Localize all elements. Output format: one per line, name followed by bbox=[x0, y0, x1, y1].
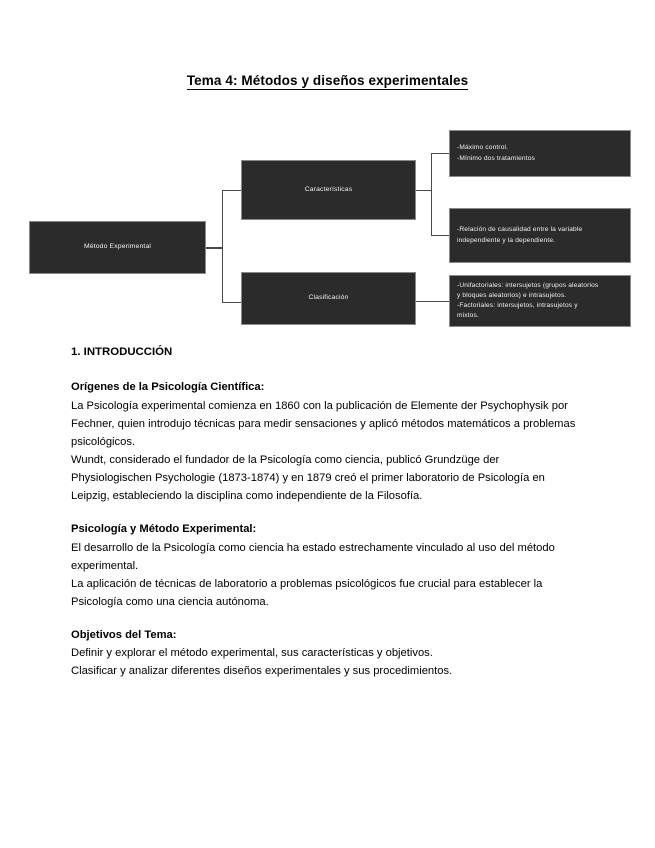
detail-line: -Máximo control. bbox=[457, 144, 509, 152]
block-paragraph: El desarrollo de la Psicología como cien… bbox=[71, 541, 555, 572]
detail-line: independiente y la dependiente. bbox=[457, 236, 556, 244]
block-paragraph: La Psicología experimental comienza en 1… bbox=[71, 399, 576, 448]
diagram-detail-relacion-causalidad: -Relación de causalidad entre la variabl… bbox=[449, 208, 631, 263]
detail-line: -Mínimo dos tratamientos bbox=[457, 154, 535, 162]
connector-to-detail-2 bbox=[431, 234, 449, 236]
connector-to-detail-1 bbox=[431, 153, 449, 155]
detail-line: -Relación de causalidad entre la variabl… bbox=[457, 226, 583, 234]
diagram-node-root-label: Método Experimental bbox=[83, 243, 152, 251]
detail-line: mixtos. bbox=[457, 312, 479, 320]
document-body: 1. INTRODUCCIÓN Orígenes de la Psicologí… bbox=[71, 343, 579, 681]
concept-diagram: Método Experimental Características Clas… bbox=[0, 120, 655, 335]
detail-line: -Factoriales: intersujetos, intrasujetos… bbox=[457, 302, 578, 309]
diagram-node-root: Método Experimental bbox=[29, 221, 206, 274]
page-title-text: Tema 4: Métodos y diseños experimentales bbox=[186, 73, 469, 90]
page-title: Tema 4: Métodos y diseños experimentales bbox=[0, 73, 655, 90]
block-spacer bbox=[71, 505, 579, 520]
detail-line: y bloques aleatorios) e intrasujetos. bbox=[457, 291, 567, 299]
connector-caracteristicas-trunk bbox=[431, 153, 433, 236]
diagram-detail-clasificacion-tipos: -Unifactoriales: intersujetos (grupos al… bbox=[449, 275, 631, 327]
connector-trunk bbox=[222, 190, 224, 303]
detail-line: -Unifactoriales: intersujetos (grupos al… bbox=[457, 281, 599, 289]
block-heading: Psicología y Método Experimental: bbox=[71, 523, 257, 536]
content-block-origenes: Orígenes de la Psicología Científica: La… bbox=[71, 378, 579, 505]
block-paragraph: Definir y explorar el método experimenta… bbox=[71, 647, 433, 660]
content-block-psicologia-metodo: Psicología y Método Experimental: El des… bbox=[71, 520, 579, 611]
block-paragraph: Clasificar y analizar diferentes diseños… bbox=[71, 665, 453, 678]
connector-to-detail-3 bbox=[416, 301, 449, 303]
connector-to-caracteristicas bbox=[222, 189, 241, 191]
connector-to-clasificacion bbox=[222, 301, 241, 303]
content-block-objetivos: Objetivos del Tema: Definir y explorar e… bbox=[71, 626, 579, 680]
block-heading: Orígenes de la Psicología Científica: bbox=[71, 381, 265, 394]
connector-root-stub bbox=[206, 246, 223, 249]
diagram-node-clasificacion-label: Clasificación bbox=[308, 294, 349, 302]
block-spacer bbox=[71, 611, 579, 626]
connector-caracteristicas-stub bbox=[416, 189, 432, 191]
diagram-node-caracteristicas: Características bbox=[241, 160, 416, 220]
block-paragraph: La aplicación de técnicas de laboratorio… bbox=[71, 577, 543, 609]
diagram-detail-maximo-control: -Máximo control. -Mínimo dos tratamiento… bbox=[449, 130, 631, 177]
diagram-node-clasificacion: Clasificación bbox=[241, 272, 416, 325]
section-heading-introduccion: 1. INTRODUCCIÓN bbox=[71, 346, 173, 358]
diagram-node-caracteristicas-label: Características bbox=[304, 185, 353, 193]
block-heading: Objetivos del Tema: bbox=[71, 629, 177, 642]
block-paragraph: Wundt, considerado el fundador de la Psi… bbox=[71, 454, 545, 503]
